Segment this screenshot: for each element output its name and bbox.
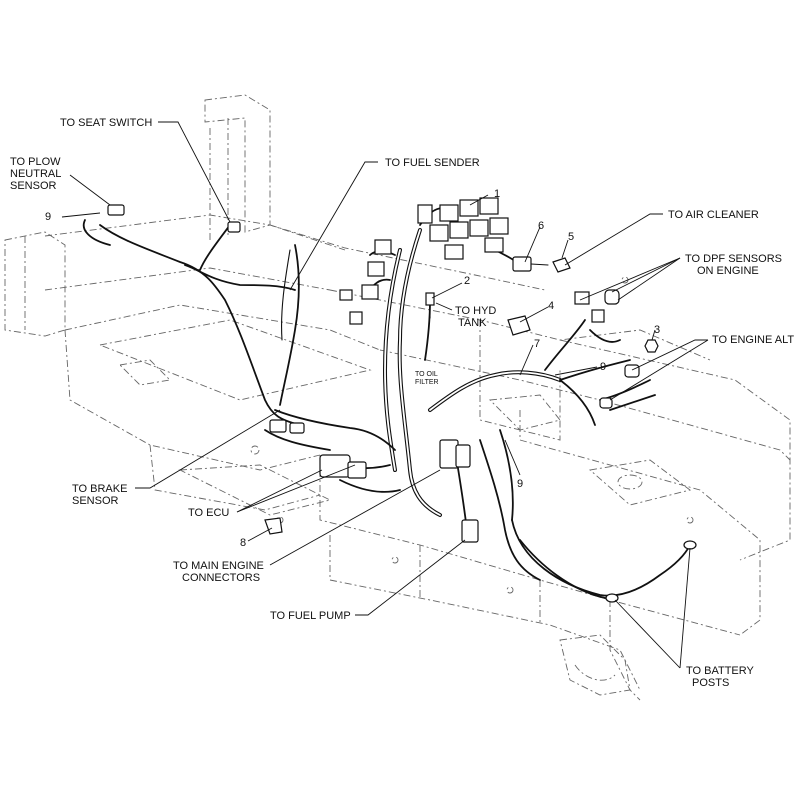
label-to-engine-alt: TO ENGINE ALT: [712, 334, 794, 346]
label-to-oil-line2: FILTER: [415, 379, 439, 386]
label-to-air-cleaner: TO AIR CLEANER: [668, 209, 759, 221]
label-to-main-engine-line1: TO MAIN ENGINE: [173, 560, 264, 572]
component-4-sensor: [507, 315, 531, 336]
label-to-battery-line2: POSTS: [692, 677, 729, 689]
label-to-plow-line2: NEUTRAL: [10, 168, 61, 180]
label-to-ecu: TO ECU: [188, 507, 229, 519]
item-number-3: 3: [654, 324, 660, 336]
label-to-plow-line3: SENSOR: [10, 180, 57, 192]
label-to-hyd-line1: TO HYD: [455, 305, 496, 317]
label-to-plow-line1: TO PLOW: [10, 156, 61, 168]
item-numbers: 1 2 3 4 5 6 7 8 9 9 9: [45, 188, 660, 549]
plow-sensor-connector: [107, 204, 125, 216]
component-5-connector: [552, 257, 571, 273]
label-to-fuel-sender: TO FUEL SENDER: [385, 157, 480, 169]
main-engine-connectors: [439, 439, 471, 469]
label-to-fuel-pump: TO FUEL PUMP: [270, 610, 351, 622]
harness-wires: [82, 207, 691, 599]
seat-switch-connector: [227, 221, 241, 233]
ecu-connectors: [319, 454, 367, 479]
dpf-connectors: [574, 289, 620, 323]
item-number-9-lower: 9: [517, 478, 523, 490]
item-number-2: 2: [464, 275, 470, 287]
component-6-sensor: [512, 256, 549, 272]
item-number-6: 6: [538, 220, 544, 232]
component-2-switch: [425, 292, 435, 319]
item-number-4: 4: [548, 300, 554, 312]
label-to-main-engine-line2: CONNECTORS: [182, 572, 260, 584]
item-number-9-right: 9: [600, 361, 606, 373]
label-to-dpf-line2: ON ENGINE: [697, 265, 759, 277]
component-3-nut: [644, 339, 659, 353]
item-number-9-left: 9: [45, 211, 51, 223]
label-to-seat-switch: TO SEAT SWITCH: [60, 117, 152, 129]
item-number-5: 5: [568, 231, 574, 243]
label-to-brake-line2: SENSOR: [72, 495, 119, 507]
item-number-1: 1: [494, 188, 500, 200]
item-number-7: 7: [534, 338, 540, 350]
fuel-pump-connector: [461, 519, 479, 543]
battery-terminals: [605, 540, 697, 603]
label-to-battery-line1: TO BATTERY: [686, 665, 755, 677]
fuse-connectors-left: [339, 239, 392, 325]
label-to-dpf-line1: TO DPF SENSORS: [685, 253, 782, 265]
callout-labels: TO SEAT SWITCH TO PLOW NEUTRAL SENSOR TO…: [10, 117, 794, 689]
item-number-8: 8: [240, 537, 246, 549]
leader-lines: [61, 121, 709, 669]
brake-connector: [269, 419, 305, 434]
relay-block: [417, 197, 509, 260]
alt-connectors: [599, 364, 640, 409]
component-8-clip: [264, 517, 283, 535]
label-to-hyd-line2: TANK: [458, 317, 487, 329]
label-to-brake-line1: TO BRAKE: [72, 483, 127, 495]
label-to-oil-line1: TO OIL: [415, 371, 438, 378]
chassis-frame: [4, 94, 791, 701]
